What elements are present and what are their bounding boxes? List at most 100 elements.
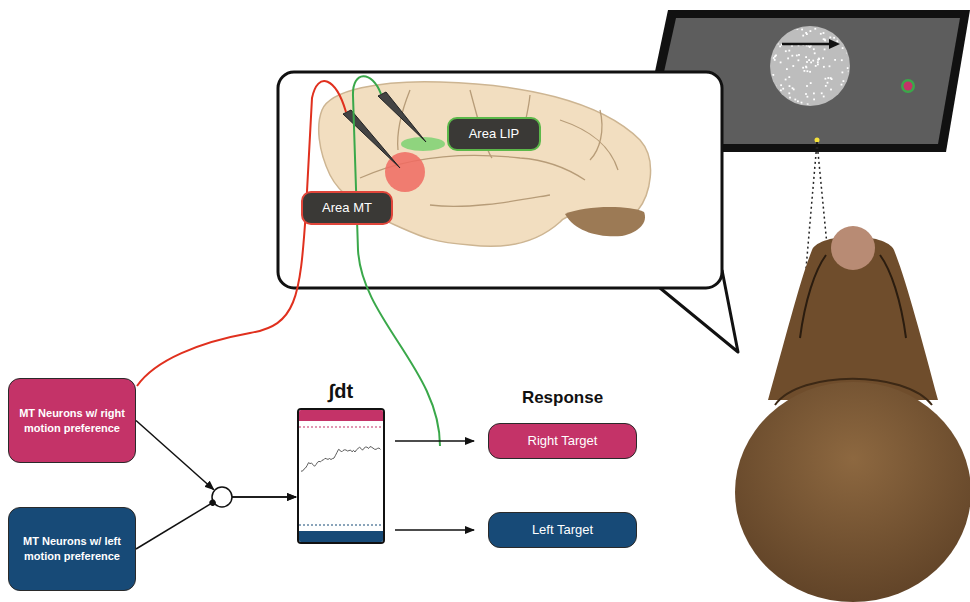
- stimulus-dot: [807, 103, 809, 105]
- stimulus-dot: [802, 67, 804, 69]
- stimulus-dot: [810, 30, 812, 32]
- stimulus-dot: [829, 65, 831, 67]
- stimulus-dot: [784, 105, 786, 107]
- stimulus-dot: [798, 54, 800, 56]
- neuron-pool-box: MT Neurons w/ left motion preference: [8, 507, 136, 591]
- bound-mark: [299, 524, 383, 525]
- stimulus-dot: [780, 84, 782, 86]
- stimulus-dot: [792, 65, 794, 67]
- stimulus-dot: [810, 82, 812, 84]
- lip-electrode: [378, 92, 426, 142]
- stimulus-dot: [805, 56, 807, 58]
- node-text: Left Target: [532, 521, 593, 539]
- mt-recording-wire: [137, 81, 346, 386]
- evidence-trace: [301, 447, 381, 472]
- connector: [136, 497, 296, 549]
- sulci: [360, 90, 618, 206]
- right-target-dot: [904, 82, 913, 91]
- stimulus-dot: [847, 41, 849, 43]
- stimulus-dot: [806, 61, 808, 63]
- stimulus-dot: [833, 37, 835, 39]
- stimulus-dot: [809, 71, 811, 73]
- node-text: Area MT: [322, 199, 372, 217]
- connector-line: [232, 496, 296, 498]
- area-label: Area LIP: [447, 117, 541, 151]
- integrator-heading: ∫dt: [297, 378, 385, 408]
- stimulus-dot: [771, 87, 773, 89]
- stimulus-dot: [814, 105, 816, 107]
- stimulus-dot: [798, 59, 800, 61]
- mt-electrode: [343, 110, 400, 168]
- nose: [831, 226, 875, 270]
- stimulus-dot: [776, 97, 778, 99]
- face-line: [880, 255, 906, 338]
- random-dots: [771, 26, 850, 107]
- stimulus-dot: [806, 85, 808, 87]
- stimulus-dot: [776, 100, 778, 102]
- stimulus-dot: [774, 59, 776, 61]
- stimulus-dot: [833, 99, 835, 101]
- node-text: Area LIP: [469, 125, 520, 143]
- stimulus-dot: [775, 85, 777, 87]
- stimulus-dot: [791, 103, 793, 105]
- stimulus-dot: [841, 84, 843, 86]
- stimulus-dot: [807, 105, 809, 107]
- stimulus-dot: [783, 26, 785, 28]
- stimulus-dot: [824, 49, 826, 51]
- fixation-point: [815, 138, 820, 143]
- connector-line: [395, 440, 474, 442]
- stimulus-dot: [797, 100, 799, 102]
- connector: [395, 530, 474, 531]
- stimulus-dot: [844, 95, 846, 97]
- stimulus-dot: [771, 55, 773, 57]
- stimulus-dot: [807, 96, 809, 98]
- stimulus-dot: [843, 80, 845, 82]
- stimulus-dot: [795, 28, 797, 30]
- stimulus-dot: [772, 74, 774, 76]
- stimulus-dot: [810, 62, 812, 64]
- stimulus-dot: [808, 59, 810, 61]
- motion-arrowhead: [829, 39, 840, 49]
- node-text: MT Neurons w/ left motion preference: [17, 534, 127, 564]
- brow-line: [775, 379, 932, 405]
- stimulus-dot: [780, 62, 782, 64]
- stimulus-dot: [796, 55, 798, 57]
- stimulus-dot: [842, 72, 844, 74]
- stimulus-dot: [823, 32, 825, 34]
- stimulus-dot: [805, 66, 807, 68]
- stimulus-dot: [801, 29, 803, 31]
- callout-join: [650, 268, 670, 286]
- stimulus-dot: [846, 52, 848, 54]
- stimulus-dot: [789, 85, 791, 87]
- stimulus-dot: [821, 92, 823, 94]
- stimulus-dot: [777, 32, 779, 34]
- connector: [136, 421, 296, 498]
- stimulus-dot: [842, 34, 844, 36]
- stimulus-dot: [805, 93, 807, 95]
- stimulus-dot: [806, 67, 808, 69]
- node-text: MT Neurons w/ right motion preference: [17, 406, 127, 436]
- stimulus-dot: [813, 48, 815, 50]
- stimulus-dot: [827, 82, 829, 84]
- stimulus-dot: [836, 40, 838, 42]
- bound-mark: [299, 410, 383, 421]
- stimulus-dot: [788, 76, 790, 78]
- stimulus-dot: [813, 93, 815, 95]
- stimulus-dot: [845, 104, 847, 106]
- stimulus-dot: [784, 29, 786, 31]
- stimulus-dot: [780, 98, 782, 100]
- stimulus-dot: [780, 90, 782, 92]
- brain-callout: [278, 72, 738, 352]
- stimulus-dot: [785, 50, 787, 52]
- stimulus-dot: [782, 88, 784, 90]
- area-label: Area MT: [301, 191, 393, 225]
- stimulus-dot: [815, 65, 817, 67]
- stimulus-dot: [777, 39, 779, 41]
- stimulus-dot: [788, 92, 790, 94]
- stimulus-dot: [777, 105, 779, 107]
- stimulus-dot: [820, 33, 822, 35]
- stimulus-dot: [825, 78, 827, 80]
- stimulus-dot: [830, 89, 832, 91]
- response-box: Left Target: [488, 512, 637, 548]
- connector-line: [395, 529, 474, 531]
